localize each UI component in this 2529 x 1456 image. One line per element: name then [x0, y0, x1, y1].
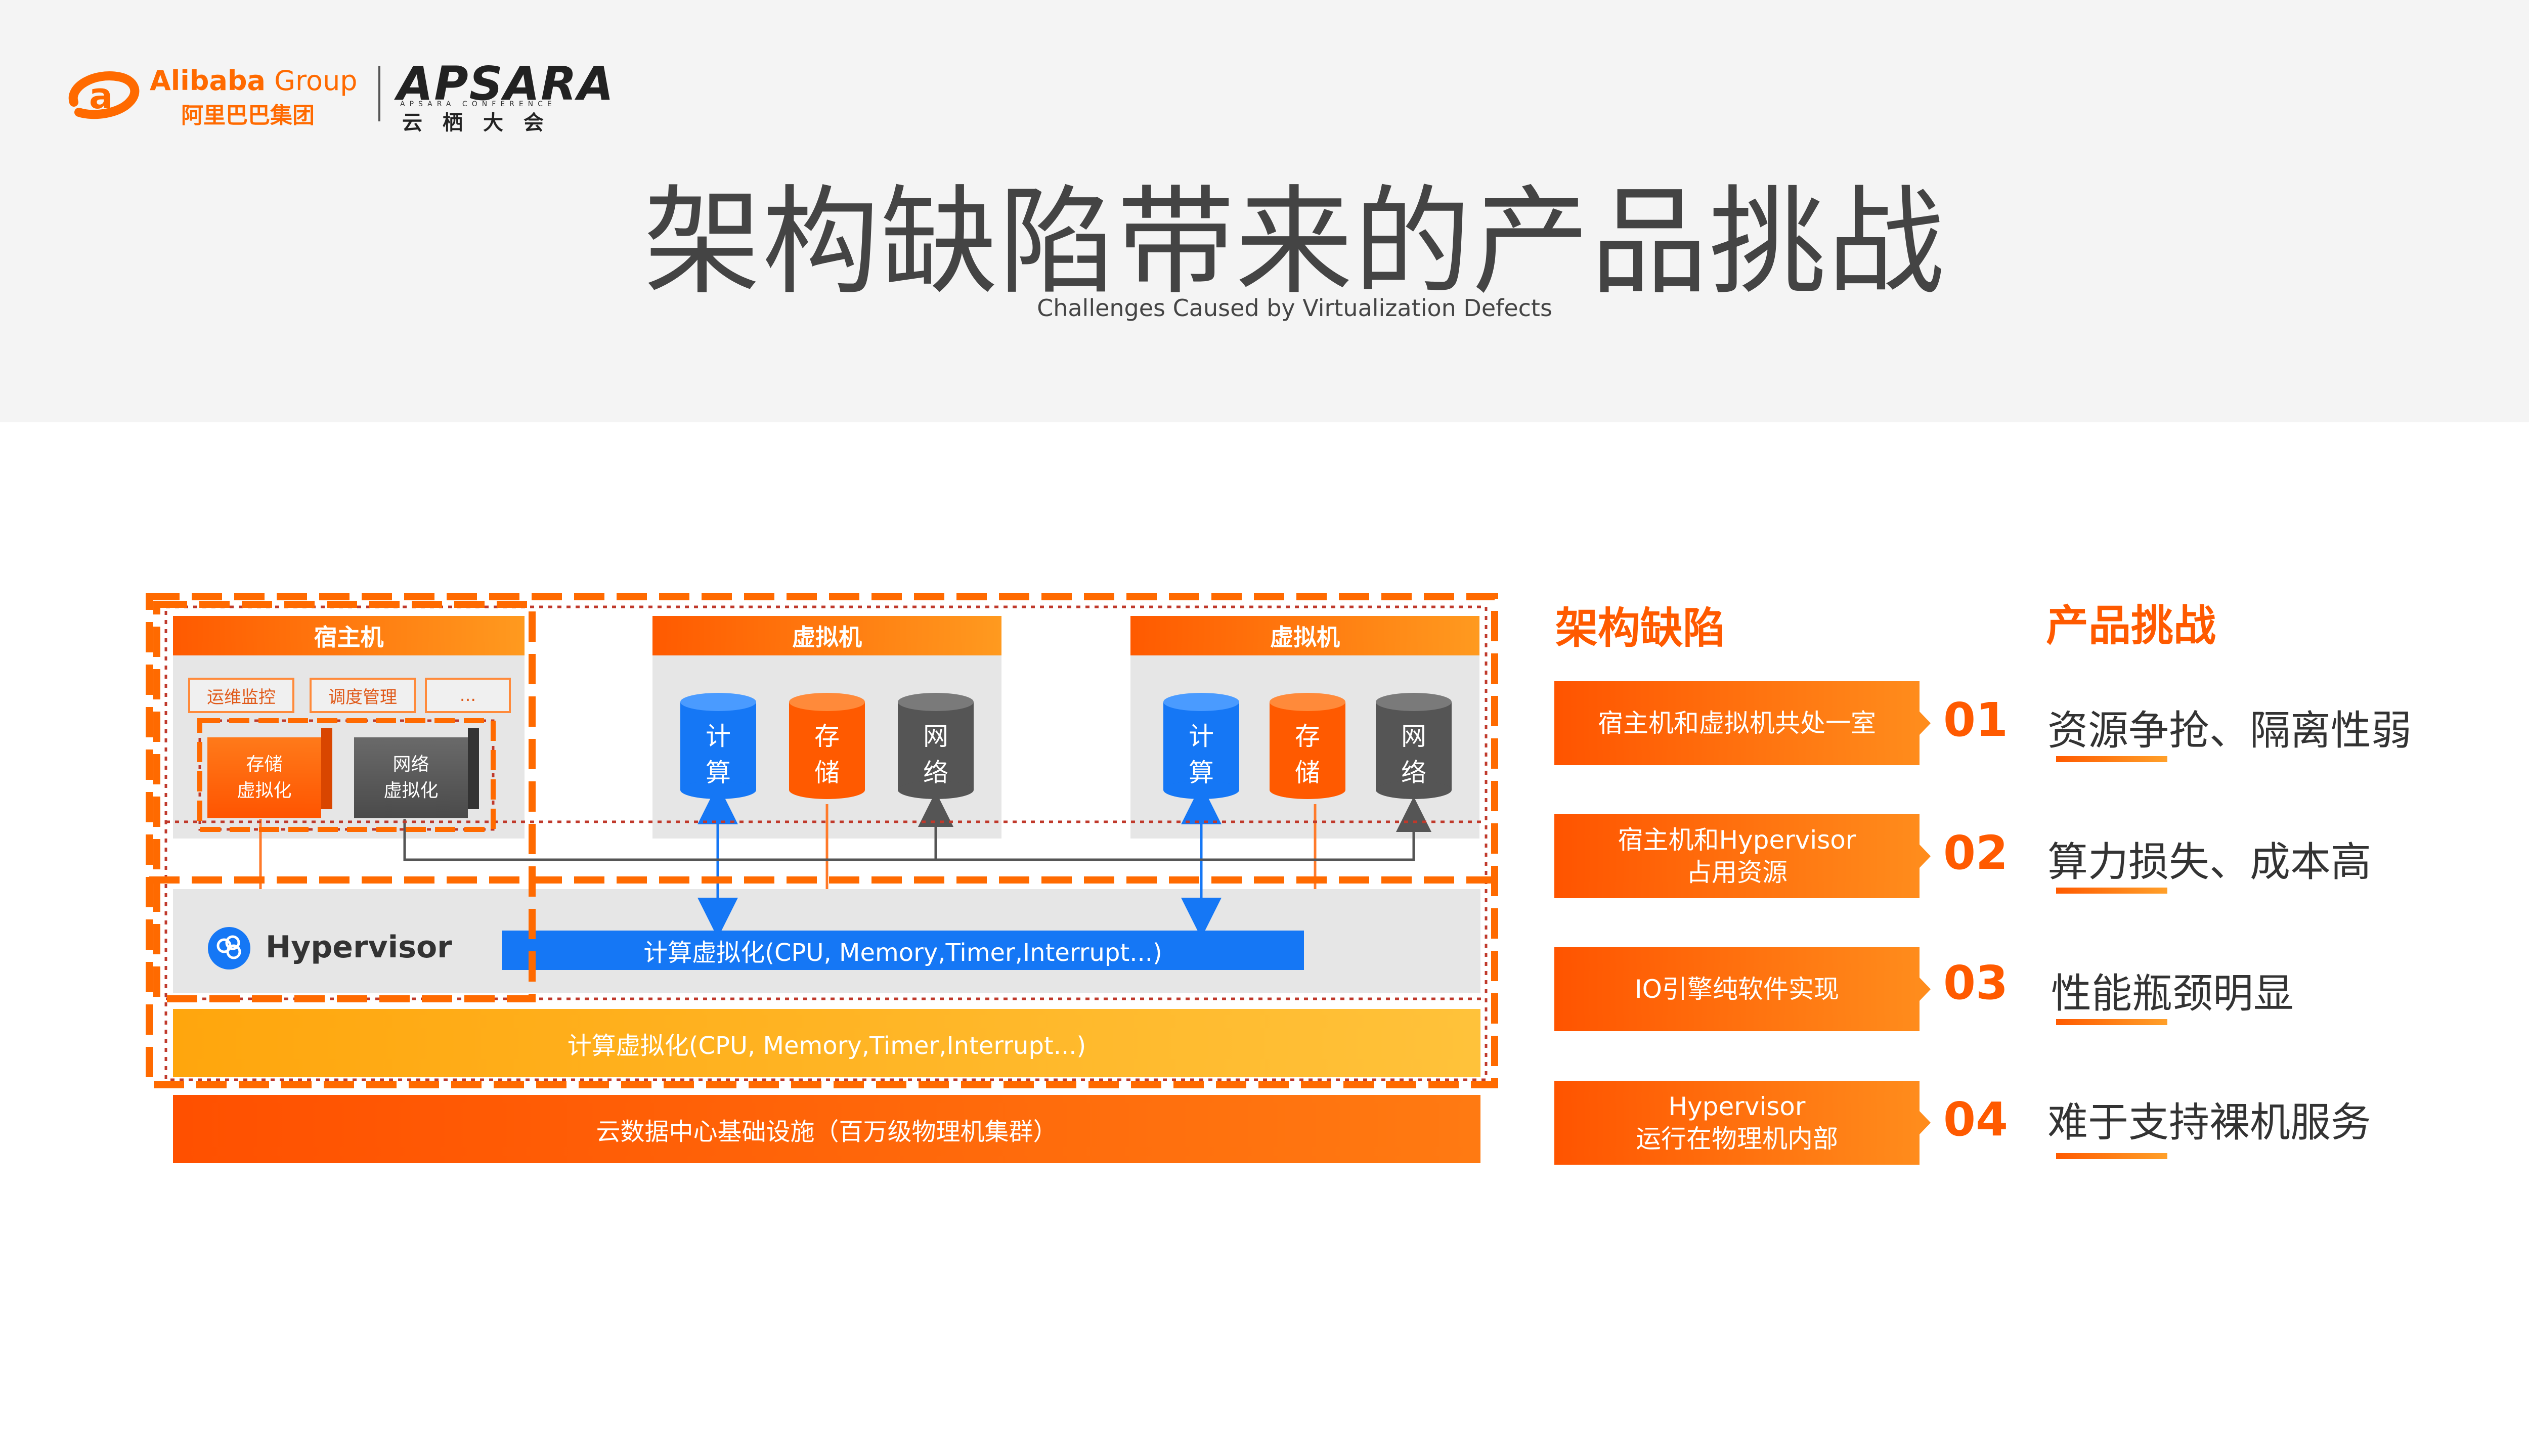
challenge-4: 难于支持裸机服务: [2047, 1099, 2371, 1146]
compute-virtualization-lower-bar: 计算虚拟化(CPU, Memory,Timer,Interrupt...): [173, 1009, 1480, 1077]
vm2-network-l1: 网: [1401, 722, 1426, 751]
vm1-network-l2: 络: [923, 758, 948, 787]
vm1-network-l1: 网: [923, 722, 948, 751]
logo-divider: [378, 66, 380, 121]
vm2-panel: [1130, 616, 1479, 839]
apsara-conference-logo: APSARA APSARA CONFERENCE 云栖大会: [397, 57, 614, 135]
vm2-storage-l1: 存: [1295, 722, 1320, 751]
defect-4-line1: Hypervisor: [1668, 1092, 1806, 1121]
cylinder-shape: [1270, 693, 1345, 799]
defect-1-line1: 宿主机和虚拟机共处一室: [1598, 709, 1876, 738]
challenge-1-underline: [2056, 756, 2167, 762]
host-panel: [173, 616, 525, 839]
hypervisor-cloud-icon: [208, 927, 250, 969]
logo-apsara-sub: APSARA CONFERENCE: [400, 100, 556, 108]
vm1-compute-l1: 计: [706, 722, 731, 751]
storage-virt-line2: 虚拟化: [237, 780, 292, 801]
defect-card-2: 宿主机和Hypervisor 占用资源: [1554, 814, 1931, 898]
logo-alibaba-word: Alibaba: [150, 65, 266, 97]
defect-card-3: IO引擎纯软件实现: [1554, 947, 1931, 1031]
defect-card-1: 宿主机和虚拟机共处一室: [1554, 681, 1931, 765]
tag-ops-monitor: 运维监控: [188, 678, 294, 713]
defect-3-line1: IO引擎纯软件实现: [1634, 975, 1840, 1004]
vm1-storage-cylinder: 存储: [789, 693, 865, 799]
cloud-datacenter-infrastructure: 云数据中心基础设施（百万级物理机集群）: [173, 1095, 1480, 1163]
vm2-title: 虚拟机: [1130, 616, 1479, 655]
vm1-storage-l1: 存: [814, 722, 840, 751]
logo-apsara-word: APSARA: [397, 57, 615, 111]
logo-group-word: Group: [266, 65, 358, 97]
vm1-storage-l2: 储: [814, 758, 840, 787]
alibaba-smile-icon: a: [68, 71, 140, 119]
row-number-1: 01: [1943, 693, 2009, 747]
page-title: 架构缺陷带来的产品挑战: [643, 174, 1946, 311]
hypervisor-label: Hypervisor: [266, 930, 452, 965]
challenge-2-underline: [2056, 888, 2167, 894]
page-subtitle: Challenges Caused by Virtualization Defe…: [1037, 294, 1552, 322]
defects-heading: 架构缺陷: [1555, 603, 1726, 653]
vm2-storage-l2: 储: [1295, 758, 1320, 787]
logo-apsara-cn: 云栖大会: [402, 111, 564, 135]
vm1-panel: [652, 616, 1001, 839]
network-cube-side: [468, 728, 479, 809]
network-virt-line1: 网络: [393, 754, 429, 775]
defect-card-4: Hypervisor 运行在物理机内部: [1554, 1081, 1931, 1165]
alibaba-group-logo: a Alibaba Group 阿里巴巴集团: [64, 62, 367, 133]
vm2-network-l2: 络: [1401, 758, 1426, 787]
row-number-3: 03: [1943, 956, 2009, 1010]
network-virt-line2: 虚拟化: [383, 780, 439, 801]
challenge-3: 性能瓶颈明显: [2051, 970, 2294, 1017]
logo-alibaba-cn: 阿里巴巴集团: [181, 103, 315, 128]
cylinder-shape: [898, 693, 974, 799]
svg-text:a: a: [89, 75, 113, 117]
cylinder-shape: [1163, 693, 1239, 799]
storage-virtualization-cube: 存储虚拟化: [207, 737, 321, 818]
vm2-compute-l2: 算: [1189, 758, 1214, 787]
vm2-network-cylinder: 网络: [1376, 693, 1452, 799]
storage-cube-side: [321, 728, 332, 809]
defect-2-line1: 宿主机和Hypervisor: [1618, 825, 1856, 855]
cylinder-shape: [789, 693, 865, 799]
header-band: [0, 0, 2529, 422]
challenges-heading: 产品挑战: [2046, 601, 2216, 650]
row-number-4: 04: [1943, 1092, 2009, 1146]
host-title: 宿主机: [173, 616, 525, 655]
row-number-2: 02: [1943, 826, 2009, 880]
vm1-network-cylinder: 网络: [898, 693, 974, 799]
cylinder-shape: [1376, 693, 1452, 799]
cylinder-shape: [680, 693, 756, 799]
storage-virt-line1: 存储: [246, 754, 283, 775]
challenge-2: 算力损失、成本高: [2047, 839, 2371, 886]
challenge-1: 资源争抢、隔离性弱: [2047, 707, 2412, 754]
vm2-compute-l1: 计: [1189, 722, 1214, 751]
vm1-compute-cylinder: 计算: [680, 693, 756, 799]
defect-2-line2: 占用资源: [1686, 858, 1787, 887]
vm2-storage-cylinder: 存储: [1270, 693, 1345, 799]
challenge-3-underline: [2056, 1019, 2167, 1025]
defect-4-line2: 运行在物理机内部: [1636, 1124, 1838, 1154]
tag-more: ...: [425, 678, 511, 713]
challenge-4-underline: [2056, 1153, 2167, 1159]
vm1-compute-l2: 算: [706, 758, 731, 787]
hypervisor-layer: [173, 889, 1480, 993]
vm2-compute-cylinder: 计算: [1163, 693, 1239, 799]
vm1-title: 虚拟机: [652, 616, 1001, 655]
network-virtualization-cube: 网络虚拟化: [354, 737, 468, 818]
compute-virtualization-bar: 计算虚拟化(CPU, Memory,Timer,Interrupt...): [502, 931, 1304, 970]
tag-scheduling: 调度管理: [310, 678, 416, 713]
